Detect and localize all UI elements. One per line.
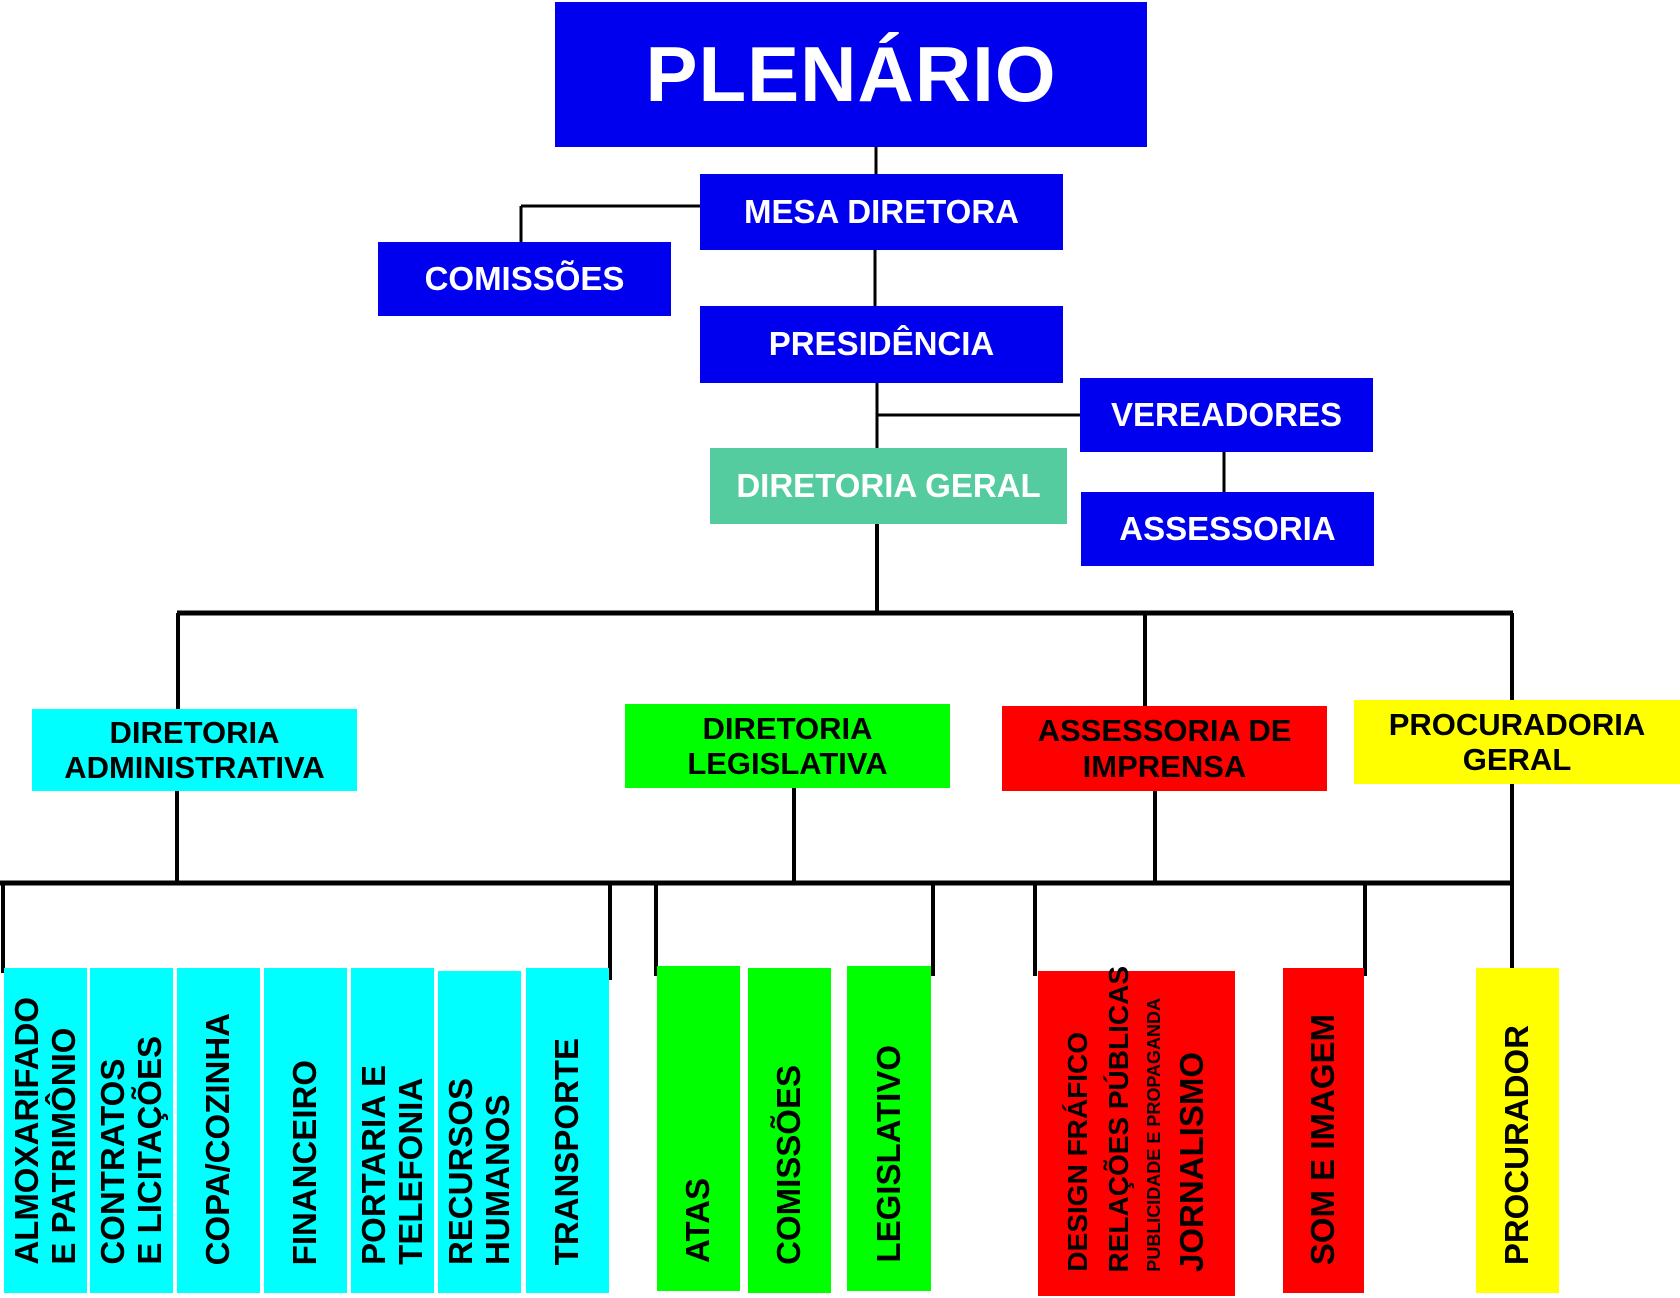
procuradoria-geral-box: PROCURADORIA GERAL bbox=[1354, 700, 1680, 784]
leaf-procurador: PROCURADOR bbox=[1476, 968, 1559, 1293]
plenario-box: PLENÁRIO bbox=[555, 2, 1147, 147]
leaf-transporte-label: TRANSPORTE bbox=[548, 1037, 586, 1265]
diretoria-geral-label: DIRETORIA GERAL bbox=[736, 466, 1041, 504]
leaf-comissoes: COMISSÕES bbox=[748, 968, 831, 1293]
procuradoria-geral-label: PROCURADORIA GERAL bbox=[1388, 706, 1646, 777]
leaf-legislativo: LEGISLATIVO bbox=[847, 966, 931, 1291]
leaf-relacoes-publicas-label: RELAÇÕES PÚBLICAS bbox=[1102, 965, 1134, 1272]
leaf-comunicacao-lines: DESIGN FRÁFICO RELAÇÕES PÚBLICAS PUBLICI… bbox=[1062, 966, 1212, 1272]
diretoria-legislativa-label: DIRETORIA LEGISLATIVA bbox=[687, 710, 888, 781]
leaf-copa-cozinha-label: COPA/COZINHA bbox=[199, 1012, 237, 1265]
leaf-publicidade-label: PUBLICIDADE E PROPAGANDA bbox=[1144, 998, 1165, 1272]
assessoria-imprensa-box: ASSESSORIA DE IMPRENSA bbox=[1002, 706, 1327, 791]
leaf-portaria: PORTARIA E TELEFONIA bbox=[351, 968, 434, 1293]
leaf-almoxarifado-label: ALMOXARIFADO E PATRIMÔNIO bbox=[7, 997, 82, 1265]
diretoria-administrativa-box: DIRETORIA ADMINISTRATIVA bbox=[32, 709, 357, 791]
leaf-procurador-label: PROCURADOR bbox=[1498, 1024, 1536, 1265]
leaf-comunicacao: DESIGN FRÁFICO RELAÇÕES PÚBLICAS PUBLICI… bbox=[1038, 966, 1235, 1296]
assessoria-box: ASSESSORIA bbox=[1081, 492, 1374, 566]
diretoria-geral-box: DIRETORIA GERAL bbox=[710, 448, 1067, 524]
vereadores-label: VEREADORES bbox=[1110, 395, 1343, 433]
leaf-contratos-label: CONTRATOS E LICITAÇÕES bbox=[93, 1036, 168, 1265]
presidencia-box: PRESIDÊNCIA bbox=[700, 306, 1063, 383]
leaf-recursos-humanos: RECURSOS HUMANOS bbox=[438, 971, 521, 1293]
assessoria-label: ASSESSORIA bbox=[1119, 509, 1336, 547]
diretoria-legislativa-box: DIRETORIA LEGISLATIVA bbox=[625, 704, 950, 788]
leaf-atas: ATAS bbox=[657, 966, 740, 1291]
leaf-som-imagem: SOM E IMAGEM bbox=[1283, 968, 1364, 1293]
leaf-financeiro-label: FINANCEIRO bbox=[286, 1059, 324, 1265]
leaf-almoxarifado: ALMOXARIFADO E PATRIMÔNIO bbox=[4, 968, 87, 1293]
leaf-recursos-humanos-label: RECURSOS HUMANOS bbox=[441, 1077, 516, 1265]
leaf-jornalismo-label: JORNALISMO bbox=[1173, 1051, 1211, 1272]
mesa-diretora-label: MESA DIRETORA bbox=[743, 192, 1020, 230]
leaf-transporte: TRANSPORTE bbox=[526, 968, 609, 1293]
leaf-design-label: DESIGN FRÁFICO bbox=[1061, 1032, 1093, 1272]
comissoes-label: COMISSÕES bbox=[424, 259, 625, 297]
vereadores-box: VEREADORES bbox=[1080, 378, 1373, 452]
leaf-financeiro: FINANCEIRO bbox=[264, 968, 347, 1293]
leaf-contratos: CONTRATOS E LICITAÇÕES bbox=[90, 968, 173, 1293]
leaf-comissoes-label: COMISSÕES bbox=[770, 1065, 808, 1265]
assessoria-imprensa-label: ASSESSORIA DE IMPRENSA bbox=[1037, 713, 1292, 784]
leaf-copa-cozinha: COPA/COZINHA bbox=[177, 968, 260, 1293]
leaf-som-imagem-label: SOM E IMAGEM bbox=[1304, 1013, 1342, 1265]
comissoes-box: COMISSÕES bbox=[378, 242, 671, 316]
leaf-legislativo-label: LEGISLATIVO bbox=[869, 1045, 907, 1263]
leaf-atas-label: ATAS bbox=[679, 1178, 717, 1263]
plenario-label: PLENÁRIO bbox=[645, 29, 1057, 118]
presidencia-label: PRESIDÊNCIA bbox=[768, 325, 995, 363]
diretoria-administrativa-label: DIRETORIA ADMINISTRATIVA bbox=[64, 714, 325, 785]
leaf-portaria-label: PORTARIA E TELEFONIA bbox=[354, 1065, 429, 1265]
mesa-diretora-box: MESA DIRETORA bbox=[700, 174, 1063, 250]
